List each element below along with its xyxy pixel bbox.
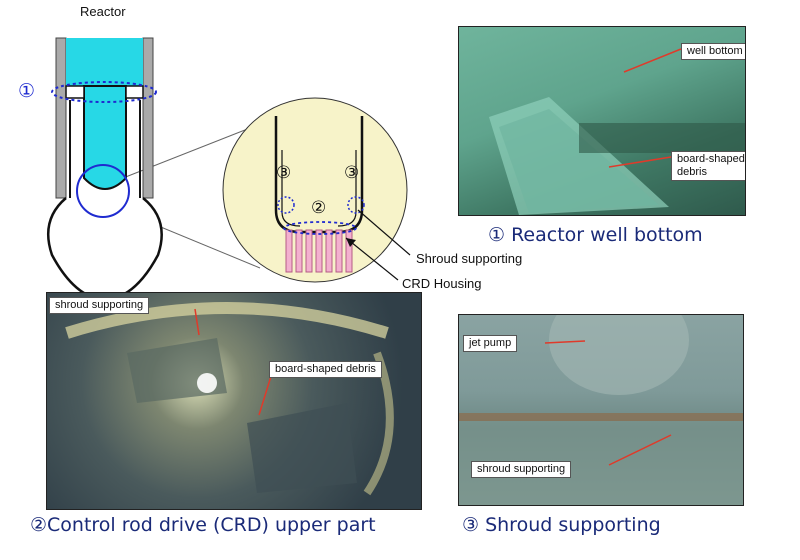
- reactor-ledge-right: [125, 85, 144, 99]
- reactor-schematic: [46, 37, 411, 300]
- reactor-inner-wall: [69, 100, 141, 198]
- zoom-circle: [222, 97, 408, 283]
- crd-housing-label: CRD Housing: [402, 276, 482, 291]
- marker-3-left: ③: [276, 163, 292, 182]
- callout-shroud-supporting-3: shroud supporting: [471, 461, 572, 478]
- zoom-source-circle: [76, 164, 130, 218]
- shroud-leader: [357, 209, 411, 256]
- shroud-supporting-label: Shroud supporting: [416, 251, 523, 266]
- callout-board-debris-2: board-shaped debris: [269, 361, 382, 378]
- crd-upper-scene: [65, 302, 394, 496]
- callout-jet-pump: jet pump: [463, 335, 518, 352]
- marker-3-left-circle: [277, 196, 295, 214]
- marker-2: ②: [311, 198, 327, 217]
- crd-leader: [345, 237, 399, 281]
- reactor-ledge-left: [65, 85, 85, 99]
- photo-crd-upper: shroud supporting board-shaped debris: [46, 292, 422, 510]
- marker-2-ellipse: [283, 221, 357, 235]
- reactor-well-water: [66, 38, 143, 86]
- marker-1-ellipse: [51, 81, 157, 103]
- photo-shroud: jet pump shroud supporting: [458, 314, 744, 506]
- caption-crd-upper: ②Control rod drive (CRD) upper part: [30, 514, 376, 536]
- crd-housing-tubes: [285, 229, 353, 273]
- crd-leader-arrowhead: [346, 238, 356, 247]
- callout-well-bottom: well bottom: [681, 43, 745, 60]
- callout-board-debris-1: board-shaped debris: [671, 151, 745, 181]
- callout-shroud-supporting-2: shroud supporting: [49, 297, 150, 314]
- marker-1: ①: [18, 81, 36, 102]
- marker-3-right-circle: [347, 196, 365, 214]
- reactor-pressure-vessel: [46, 197, 163, 300]
- reactor-wall-right: [142, 37, 154, 199]
- reactor-wall-left: [55, 37, 67, 199]
- photo-well-bottom: well bottom board-shaped debris: [458, 26, 746, 216]
- well-bottom-scene: [489, 48, 745, 215]
- marker-3-right: ③: [344, 163, 360, 182]
- caption-shroud: ③ Shroud supporting: [462, 514, 661, 536]
- caption-well-bottom: ① Reactor well bottom: [488, 224, 703, 246]
- reactor-title: Reactor: [80, 4, 126, 19]
